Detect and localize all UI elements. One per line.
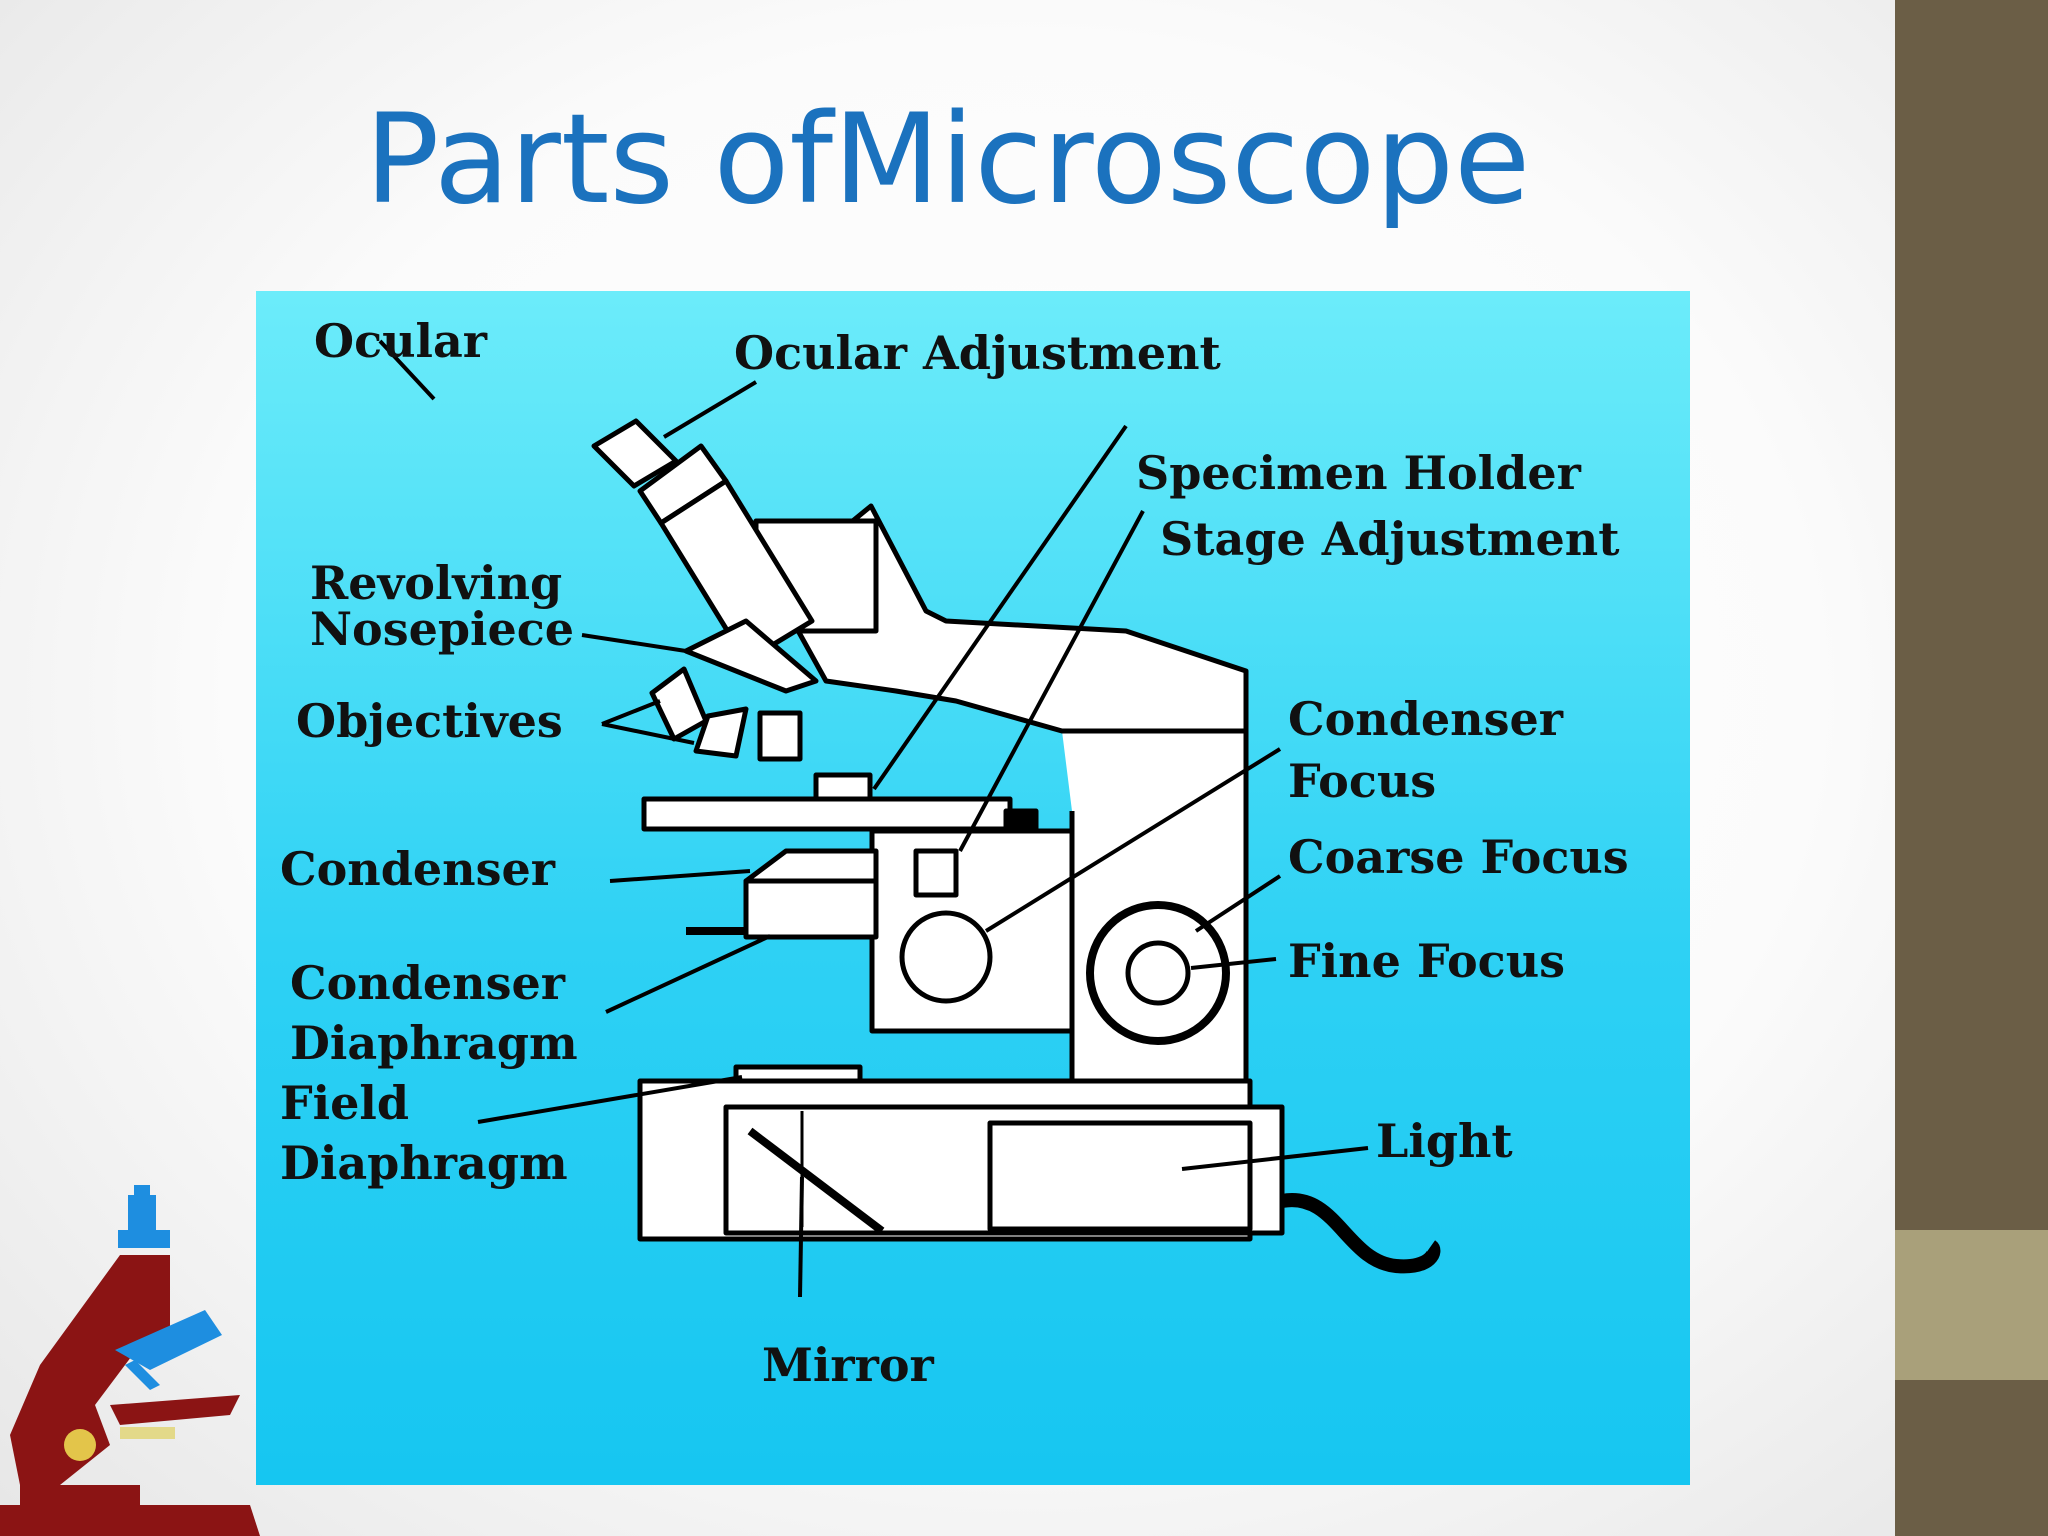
- leader-field-diaphragm: [477, 1075, 743, 1124]
- label-condenser-focus-line1: Condenser: [1288, 692, 1564, 746]
- label-fine-focus: Fine Focus: [1288, 934, 1565, 988]
- label-objectives: Objectives: [296, 694, 563, 748]
- label-mirror: Mirror: [762, 1338, 935, 1392]
- condenser-top: [743, 848, 879, 884]
- label-condenser-diaphragm-line1: Condenser: [290, 956, 566, 1010]
- label-field-diaphragm-line1: Field: [280, 1076, 409, 1130]
- label-stage-adjustment: Stage Adjustment: [1160, 512, 1620, 566]
- label-light: Light: [1376, 1114, 1513, 1168]
- label-condenser-diaphragm-line2: Diaphragm: [290, 1016, 578, 1070]
- leader-revolving-nosepiece: [581, 633, 687, 653]
- objective-1: [649, 666, 709, 742]
- leader-condenser-diaphragm: [605, 934, 771, 1014]
- leader-objectives-b: [601, 722, 695, 745]
- eyepiece-tube: [658, 478, 815, 664]
- objective-2: [693, 706, 749, 759]
- revolving-nosepiece: [683, 618, 819, 694]
- stage: [641, 796, 1013, 832]
- light-source: [987, 1120, 1253, 1232]
- stage-bracket: [1003, 808, 1039, 832]
- label-ocular: Ocular: [314, 314, 488, 368]
- label-condenser-focus-line2: Focus: [1288, 754, 1436, 808]
- microscope-head: [773, 503, 1249, 734]
- stage-adjust-knob: [913, 848, 959, 898]
- objective-3: [757, 710, 803, 762]
- leader-condenser: [609, 869, 751, 883]
- label-nosepiece: Nosepiece: [310, 602, 574, 656]
- decorative-side-accent: [1895, 1230, 2048, 1380]
- leader-lines: [378, 339, 1369, 1298]
- fine-focus-knob: [1125, 940, 1191, 1006]
- leader-ocular-adjustment: [662, 380, 758, 439]
- leader-coarse-focus: [1194, 874, 1282, 933]
- label-ocular-adjustment: Ocular Adjustment: [734, 326, 1222, 380]
- label-field-diaphragm-line2: Diaphragm: [280, 1136, 568, 1190]
- leader-ocular: [378, 339, 436, 401]
- microscope-diagram: Ocular Ocular Adjustment Specimen Holder…: [280, 314, 1629, 1392]
- microscope-diagram-panel: Ocular Ocular Adjustment Specimen Holder…: [256, 291, 1690, 1485]
- specimen-clip: [813, 772, 873, 802]
- field-diaphragm-ring: [733, 1064, 863, 1084]
- condenser-body: [743, 878, 879, 940]
- label-coarse-focus: Coarse Focus: [1288, 830, 1629, 884]
- label-specimen-holder: Specimen Holder: [1136, 446, 1582, 500]
- microscope-logo: [0, 1185, 260, 1536]
- condenser-focus-knob: [899, 910, 993, 1004]
- slide-title: Parts ofMicroscope: [364, 88, 1531, 232]
- leader-fine-focus: [1190, 957, 1277, 970]
- leader-specimen-holder: [872, 424, 1128, 791]
- microscope-drawing: [591, 418, 1441, 1274]
- mirror-line: [747, 1127, 885, 1235]
- leader-objectives-a: [601, 699, 661, 726]
- power-cord: [1280, 1193, 1441, 1274]
- leader-light: [1181, 1146, 1369, 1171]
- leader-mirror: [798, 1176, 804, 1298]
- part-labels: Ocular Ocular Adjustment Specimen Holder…: [280, 314, 1629, 1392]
- ocular-eyepiece: [591, 418, 679, 489]
- label-revolving: Revolving: [310, 556, 562, 610]
- leader-condenser-focus: [984, 747, 1282, 933]
- leader-stage-adjustment: [958, 510, 1145, 852]
- label-condenser: Condenser: [280, 842, 556, 896]
